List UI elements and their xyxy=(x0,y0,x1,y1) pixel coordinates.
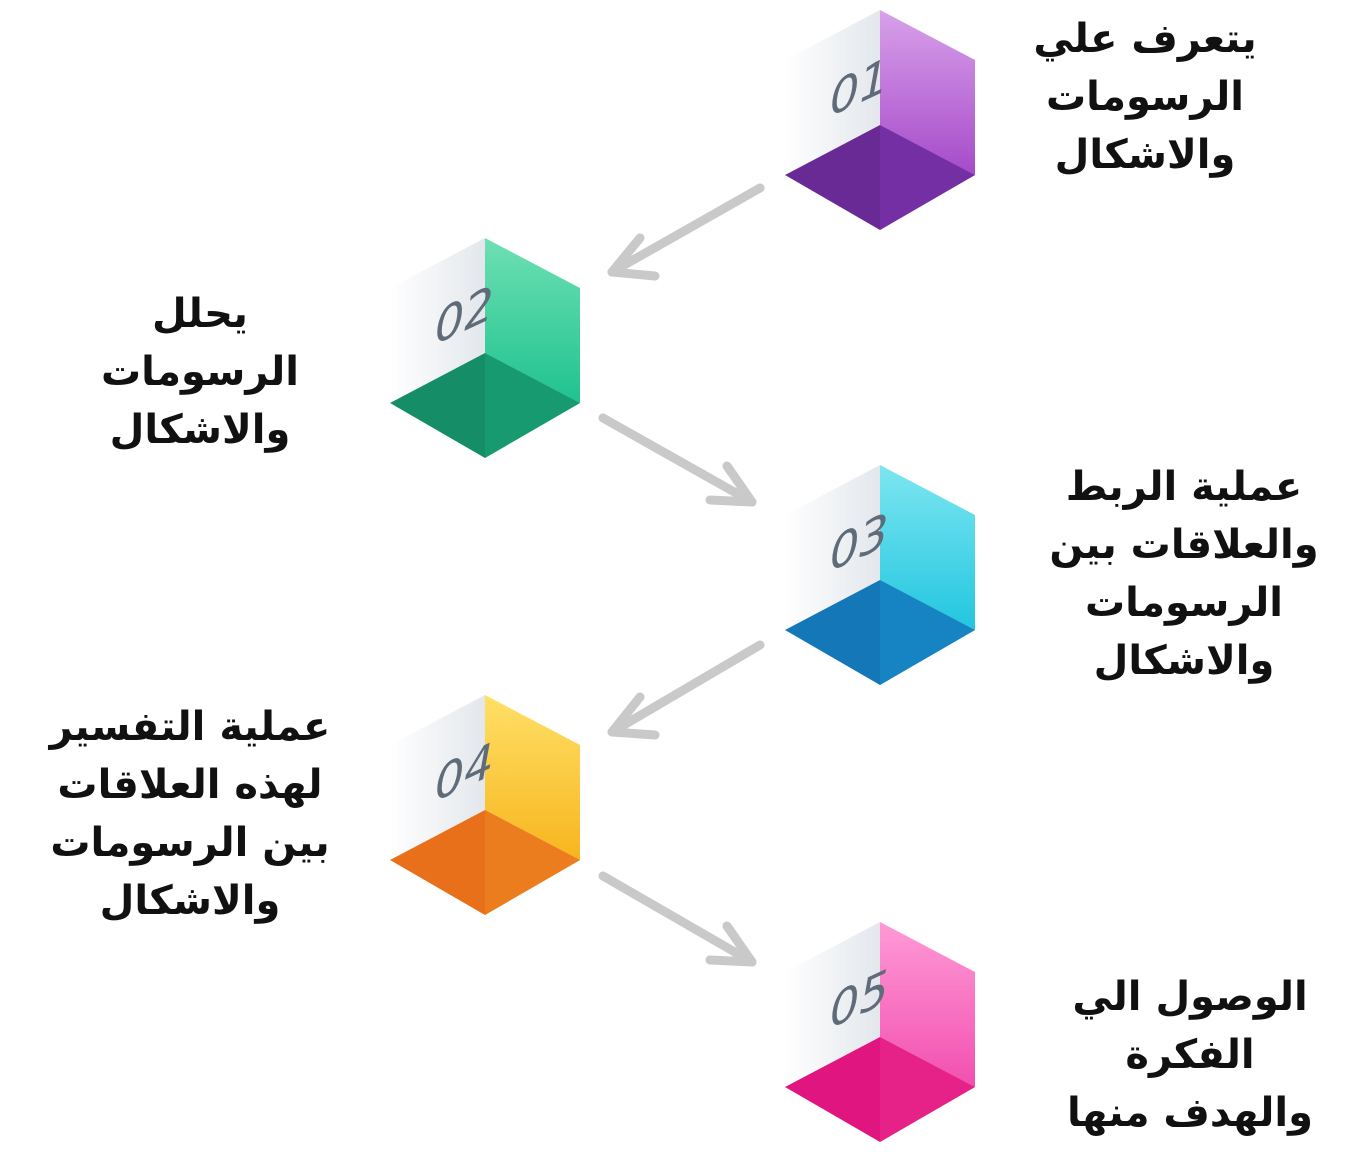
cube-01-graphic: 01 xyxy=(785,10,975,230)
step-05-line-2: الفكرة xyxy=(1125,1032,1255,1078)
step-03-line-3: الرسومات xyxy=(1084,580,1283,626)
step-04-line-1: عملية التفسير xyxy=(49,704,331,750)
cube-step-04: 04 xyxy=(385,695,585,925)
step-04-line-2: لهذه العلاقات xyxy=(57,762,323,808)
step-04-line-3: بين الرسومات xyxy=(50,820,330,866)
step-02-text: يحلل الرسومات والاشكال xyxy=(50,285,350,459)
step-03-line-1: عملية الربط xyxy=(1065,464,1303,510)
cube-04-graphic: 04 xyxy=(390,695,580,915)
cube-02-graphic: 02 xyxy=(390,238,580,458)
cube-step-01: 01 xyxy=(780,10,980,240)
step-01-text: يتعرف علي الرسومات والاشكال xyxy=(995,10,1295,184)
cube-05-graphic: 05 xyxy=(785,922,975,1142)
cube-step-05: 05 xyxy=(780,922,980,1152)
step-01-line-2: الرسومات xyxy=(1045,74,1244,120)
arrow-02-to-03 xyxy=(598,413,757,507)
step-03-line-4: والاشكال xyxy=(1093,638,1275,684)
step-04-line-4: والاشكال xyxy=(99,878,281,924)
cube-03-graphic: 03 xyxy=(785,465,975,685)
step-05-text: الوصول الي الفكرة والهدف منها xyxy=(1035,968,1345,1142)
arrow-03-to-04 xyxy=(607,640,765,740)
step-01-line-1: يتعرف علي xyxy=(1033,16,1257,62)
step-03-line-2: والعلاقات بين xyxy=(1049,522,1319,568)
step-02-line-3: والاشكال xyxy=(109,407,291,453)
step-02-line-1: يحلل xyxy=(152,291,248,337)
arrow-01-to-02 xyxy=(607,183,765,281)
step-03-text: عملية الربط والعلاقات بين الرسومات والاش… xyxy=(1020,458,1348,690)
step-05-line-3: والهدف منها xyxy=(1066,1090,1313,1136)
step-02-line-2: الرسومات xyxy=(100,349,299,395)
cube-step-03: 03 xyxy=(780,465,980,695)
step-05-line-1: الوصول الي xyxy=(1072,974,1308,1020)
step-04-text: عملية التفسير لهذه العلاقات بين الرسومات… xyxy=(10,698,370,930)
arrow-04-to-05 xyxy=(598,871,757,967)
step-01-line-3: والاشكال xyxy=(1054,132,1236,178)
cube-step-02: 02 xyxy=(385,238,585,468)
